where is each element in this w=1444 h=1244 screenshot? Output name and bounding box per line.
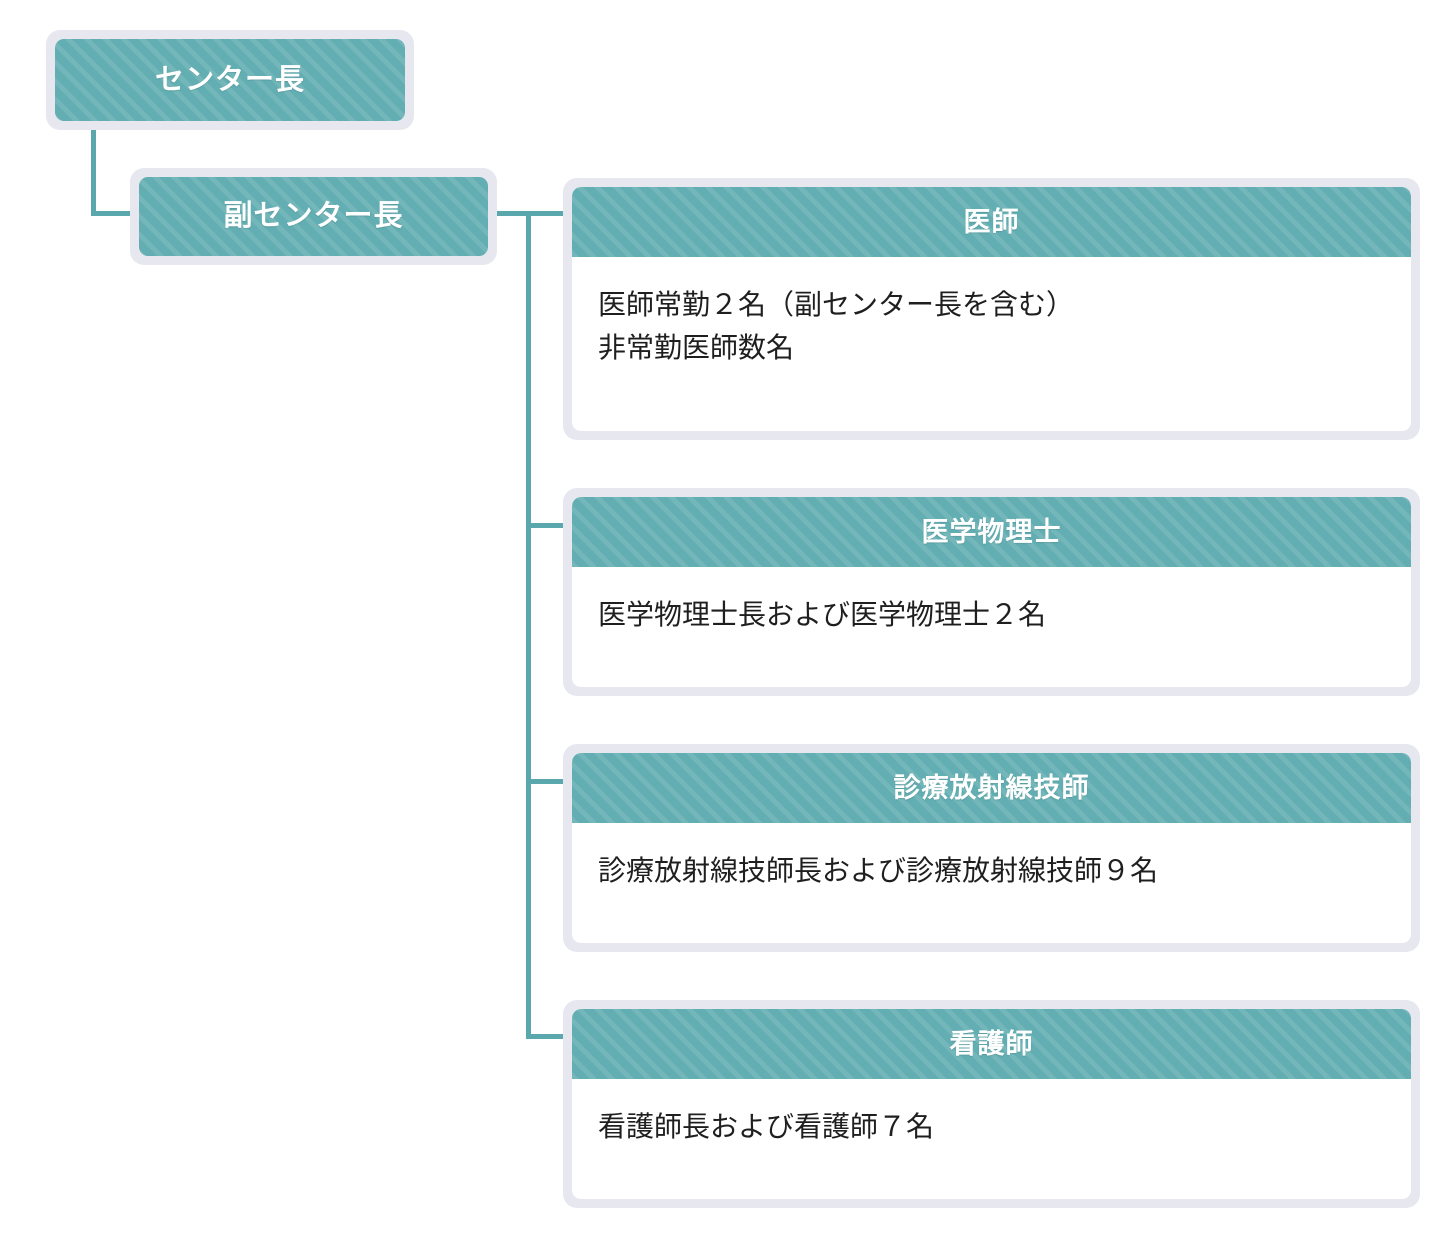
card-radiologic-technologist-inner: 診療放射線技師 診療放射線技師長および診療放射線技師９名 <box>572 753 1411 943</box>
card-nurse-title: 看護師 <box>949 1028 1034 1059</box>
card-radiologic-technologist-body: 診療放射線技師長および診療放射線技師９名 <box>572 823 1411 943</box>
connector-branch-physicist <box>526 523 567 528</box>
card-radiologic-technologist-header: 診療放射線技師 <box>572 753 1411 823</box>
node-deputy-director-label: 副センター長 <box>223 200 404 232</box>
card-medical-physicist-inner: 医学物理士 医学物理士長および医学物理士２名 <box>572 497 1411 687</box>
connector-branch-doctor <box>526 211 567 216</box>
card-radiologic-technologist[interactable]: 診療放射線技師 診療放射線技師長および診療放射線技師９名 <box>563 744 1420 952</box>
card-medical-physicist-title: 医学物理士 <box>921 516 1062 547</box>
card-doctor-line-1: 医師常勤２名（副センター長を含む） <box>598 289 1075 320</box>
node-deputy-director-pill: 副センター長 <box>139 177 488 256</box>
card-medical-physicist-body: 医学物理士長および医学物理士２名 <box>572 567 1411 687</box>
card-nurse[interactable]: 看護師 看護師長および看護師７名 <box>563 1000 1420 1208</box>
card-medical-physicist-header: 医学物理士 <box>572 497 1411 567</box>
connector-deputy-out <box>497 211 531 216</box>
card-nurse-inner: 看護師 看護師長および看護師７名 <box>572 1009 1411 1199</box>
node-center-director[interactable]: センター長 <box>46 30 414 130</box>
connector-trunk-vertical <box>526 211 531 1039</box>
card-nurse-body: 看護師長および看護師７名 <box>572 1079 1411 1199</box>
node-center-director-label: センター長 <box>154 63 305 96</box>
node-deputy-director[interactable]: 副センター長 <box>130 168 497 265</box>
card-doctor-header: 医師 <box>572 187 1411 257</box>
card-doctor[interactable]: 医師 医師常勤２名（副センター長を含む） 非常勤医師数名 <box>563 178 1420 440</box>
card-medical-physicist-line-1: 医学物理士長および医学物理士２名 <box>598 599 1047 630</box>
card-doctor-inner: 医師 医師常勤２名（副センター長を含む） 非常勤医師数名 <box>572 187 1411 431</box>
connector-branch-technologist <box>526 779 567 784</box>
card-radiologic-technologist-title: 診療放射線技師 <box>893 772 1090 803</box>
card-nurse-line-1: 看護師長および看護師７名 <box>598 1111 935 1142</box>
connector-director-horizontal <box>91 211 139 216</box>
card-doctor-body: 医師常勤２名（副センター長を含む） 非常勤医師数名 <box>572 257 1411 431</box>
node-center-director-pill: センター長 <box>55 39 405 121</box>
connector-director-vertical <box>91 130 96 216</box>
card-radiologic-technologist-line-1: 診療放射線技師長および診療放射線技師９名 <box>598 855 1159 886</box>
card-nurse-header: 看護師 <box>572 1009 1411 1079</box>
card-medical-physicist[interactable]: 医学物理士 医学物理士長および医学物理士２名 <box>563 488 1420 696</box>
card-doctor-line-2: 非常勤医師数名 <box>598 332 795 364</box>
card-doctor-title: 医師 <box>963 206 1020 237</box>
connector-branch-nurse <box>526 1034 567 1039</box>
